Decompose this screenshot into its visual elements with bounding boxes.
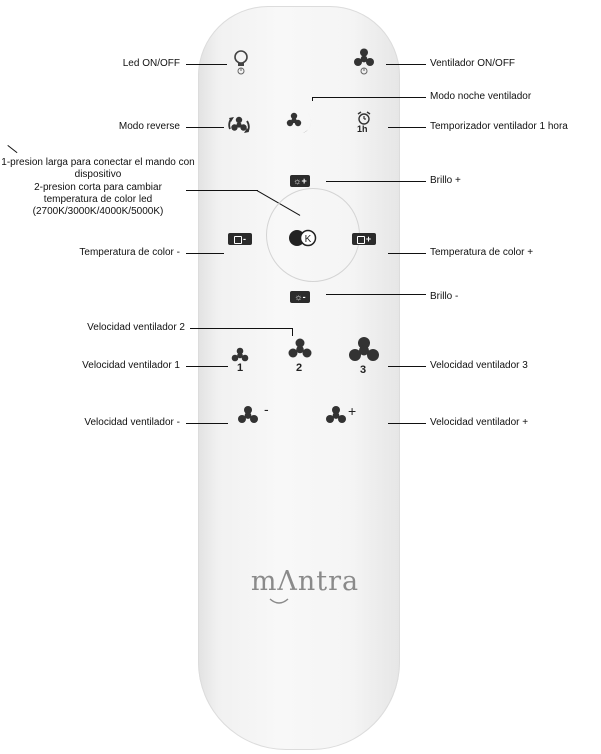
leader-line <box>312 97 313 101</box>
alarm-clock-icon[interactable] <box>356 111 372 125</box>
label-temp-minus: Temperatura de color - <box>79 247 180 258</box>
speed-2-text[interactable]: 2 <box>296 362 303 374</box>
leader-line <box>186 423 228 424</box>
leader-line <box>388 127 426 128</box>
fan-speed-up-icon[interactable] <box>325 405 347 425</box>
label-modo-reverse: Modo reverse <box>118 121 180 132</box>
leader-line <box>186 64 227 65</box>
leader-line <box>190 328 292 329</box>
temp-plus-button[interactable]: + <box>352 233 376 245</box>
label-ventilador-onoff: Ventilador ON/OFF <box>430 58 516 69</box>
label-led-onoff: Led ON/OFF <box>122 58 180 69</box>
label-vel2: Velocidad ventilador 2 <box>87 322 185 333</box>
leader-line <box>386 64 426 65</box>
sun-icon: ☼ <box>294 292 303 302</box>
leader-line <box>326 294 426 295</box>
speed-1-text[interactable]: 1 <box>237 362 244 374</box>
leader-line <box>326 181 426 182</box>
remote-body <box>198 6 400 750</box>
fan-speed-1-icon[interactable] <box>231 347 249 363</box>
label-temp-plus: Temperatura de color + <box>430 247 534 258</box>
leader-line <box>388 423 426 424</box>
timer-1h-text[interactable]: 1h <box>357 124 368 134</box>
label-vel-plus: Velocidad ventilador + <box>430 417 529 428</box>
fan-speed-2-icon[interactable] <box>288 338 312 362</box>
speed-minus-sign[interactable]: - <box>264 401 269 417</box>
leader-line <box>186 253 224 254</box>
label-brillo-plus: Brillo + <box>430 175 461 186</box>
reverse-fan-icon[interactable] <box>226 112 252 138</box>
speed-3-text[interactable]: 3 <box>360 364 367 376</box>
brightness-down-button[interactable]: ☼- <box>290 291 310 303</box>
color-temp-icon <box>356 235 365 244</box>
color-temp-icon <box>234 235 242 244</box>
leader-line <box>186 366 228 367</box>
leader-line <box>186 190 258 191</box>
logo-smile-mark <box>269 598 289 604</box>
label-vel1: Velocidad ventilador 1 <box>82 360 180 371</box>
k-text: K <box>305 234 312 245</box>
night-mode-icon[interactable] <box>285 106 317 138</box>
fan-speed-down-icon[interactable] <box>237 405 259 425</box>
bulb-icon[interactable] <box>231 48 251 76</box>
leader-line <box>7 145 18 154</box>
leader-line <box>388 366 426 367</box>
speed-plus-sign[interactable]: + <box>348 403 357 419</box>
leader-line <box>388 253 426 254</box>
fan-speed-3-icon[interactable] <box>349 337 379 365</box>
leader-line <box>312 97 426 98</box>
leader-line <box>292 328 293 336</box>
leader-line <box>186 127 224 128</box>
label-brillo-minus: Brillo - <box>430 291 459 302</box>
brand-logo: mΛntra <box>250 566 360 597</box>
label-pair: 1-presion larga para conectar el mando c… <box>1 157 195 180</box>
brightness-up-button[interactable]: ☼+ <box>290 175 310 187</box>
fan-power-icon[interactable] <box>353 48 375 76</box>
color-temperature-k-button[interactable]: K <box>287 228 319 248</box>
temp-minus-button[interactable]: - <box>228 233 252 245</box>
label-vel-minus: Velocidad ventilador - <box>84 417 180 428</box>
label-cct: 2-presion corta para cambiar temperatura… <box>32 182 164 217</box>
label-vel3: Velocidad ventilador 3 <box>430 360 528 371</box>
label-modo-noche: Modo noche ventilador <box>430 91 532 102</box>
label-temporizador: Temporizador ventilador 1 hora <box>430 121 568 132</box>
sun-icon: ☼ <box>293 176 302 186</box>
